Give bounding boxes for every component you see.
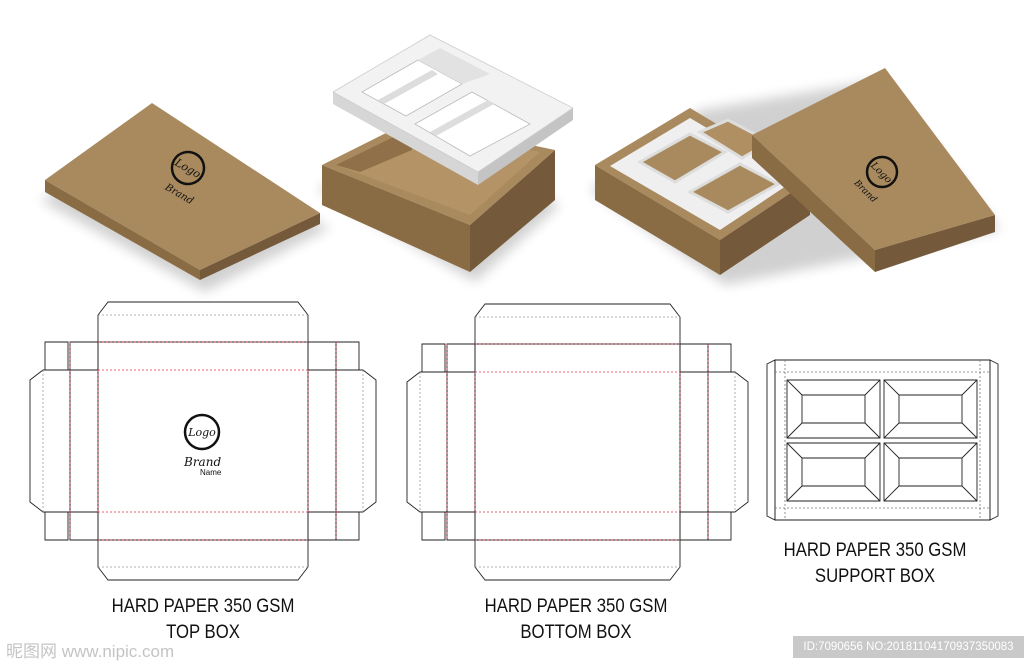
glue-tab-cut — [69, 511, 99, 541]
support-window-outer — [883, 442, 978, 502]
bottom-box-label: HARD PAPER 350 GSM BOTTOM BOX — [444, 594, 708, 646]
top-box-material: HARD PAPER 350 GSM — [111, 596, 295, 617]
bevel — [786, 379, 803, 396]
support-box-material: HARD PAPER 350 GSM — [783, 540, 967, 561]
bevel — [864, 422, 881, 439]
support-right-tab — [989, 359, 999, 521]
glue-tab-cut — [307, 341, 337, 371]
closed-box-3d: Logo Brand — [40, 103, 330, 292]
bevel — [961, 422, 978, 439]
top-box-label: HARD PAPER 350 GSM TOP BOX — [71, 594, 335, 646]
glue-tab-cut — [307, 511, 337, 541]
bottom-flap-cut — [474, 539, 681, 581]
support-window-outer — [883, 379, 978, 439]
glue-tab-cut — [69, 341, 99, 371]
bottom-box-title: BOTTOM BOX — [520, 622, 632, 643]
support-box-title: SUPPORT BOX — [814, 566, 936, 587]
watermark-site: 昵图网 www.nipic.com — [6, 642, 175, 661]
bevel — [961, 485, 978, 502]
left-inner-wall-cut — [69, 369, 99, 513]
glue-tab-cut — [679, 511, 709, 541]
glue-tab-cut — [707, 343, 732, 373]
logo-circle — [183, 413, 221, 451]
left-wall-cut — [29, 369, 71, 513]
bevel — [883, 379, 900, 396]
open-tray-with-insert-3d — [318, 34, 574, 282]
bottom-box-dieline — [406, 303, 749, 581]
right-wall-cut — [335, 369, 377, 513]
glue-tab-cut — [44, 341, 69, 371]
bevel — [961, 379, 978, 396]
glue-tab-cut — [707, 511, 732, 541]
bevel — [786, 442, 803, 459]
right-inner-wall-cut — [679, 371, 709, 513]
left-inner-wall-cut — [446, 371, 476, 513]
left-wall-cut — [406, 371, 448, 513]
support-outer-cut — [774, 359, 991, 521]
glue-tab-cut — [335, 511, 360, 541]
glue-tab-cut — [335, 341, 360, 371]
support-box-label: HARD PAPER 350 GSM SUPPORT BOX — [743, 538, 1007, 590]
bevel — [786, 485, 803, 502]
bevel — [883, 485, 900, 502]
main-panel-cut — [474, 343, 681, 541]
bevel — [786, 422, 803, 439]
support-window-inner — [898, 394, 963, 424]
top-flap-cut — [97, 301, 309, 343]
support-window-outer — [786, 442, 881, 502]
bevel — [883, 442, 900, 459]
bevel — [864, 379, 881, 396]
watermark-id: ID:7090656 NO:20181104170937350083 — [793, 636, 1024, 658]
support-window-inner — [898, 457, 963, 487]
main-panel-cut — [97, 341, 309, 541]
support-window-inner — [801, 457, 866, 487]
support-window-inner — [801, 394, 866, 424]
support-insert-3d — [332, 34, 574, 185]
right-inner-wall-cut — [307, 369, 337, 513]
tray-and-lid-3d: Logo Brand — [590, 68, 1000, 285]
top-box-dieline — [29, 301, 377, 581]
glue-tab-cut — [421, 343, 446, 373]
top-box-title: TOP BOX — [166, 622, 240, 643]
tilted-lid: Logo Brand — [752, 68, 995, 272]
logo-text: Logo — [187, 426, 216, 439]
support-left-tab — [766, 359, 776, 521]
glue-tab-cut — [421, 511, 446, 541]
bottom-box-material: HARD PAPER 350 GSM — [484, 596, 668, 617]
glue-tab-cut — [679, 343, 709, 373]
bevel — [864, 442, 881, 459]
name-text: Name — [200, 468, 222, 477]
brand-text: Brand — [183, 455, 221, 469]
glue-tab-cut — [446, 343, 476, 373]
dielines — [29, 301, 999, 581]
dieline-brand-logo: Logo Brand Name — [183, 413, 222, 477]
bevel — [961, 442, 978, 459]
support-box-dieline — [766, 359, 999, 521]
support-window-outer — [786, 379, 881, 439]
bevel — [864, 485, 881, 502]
right-wall-cut — [707, 371, 749, 513]
bottom-flap-cut — [97, 539, 309, 581]
top-flap-cut — [474, 303, 681, 345]
glue-tab-cut — [44, 511, 69, 541]
bevel — [883, 422, 900, 439]
glue-tab-cut — [446, 511, 476, 541]
